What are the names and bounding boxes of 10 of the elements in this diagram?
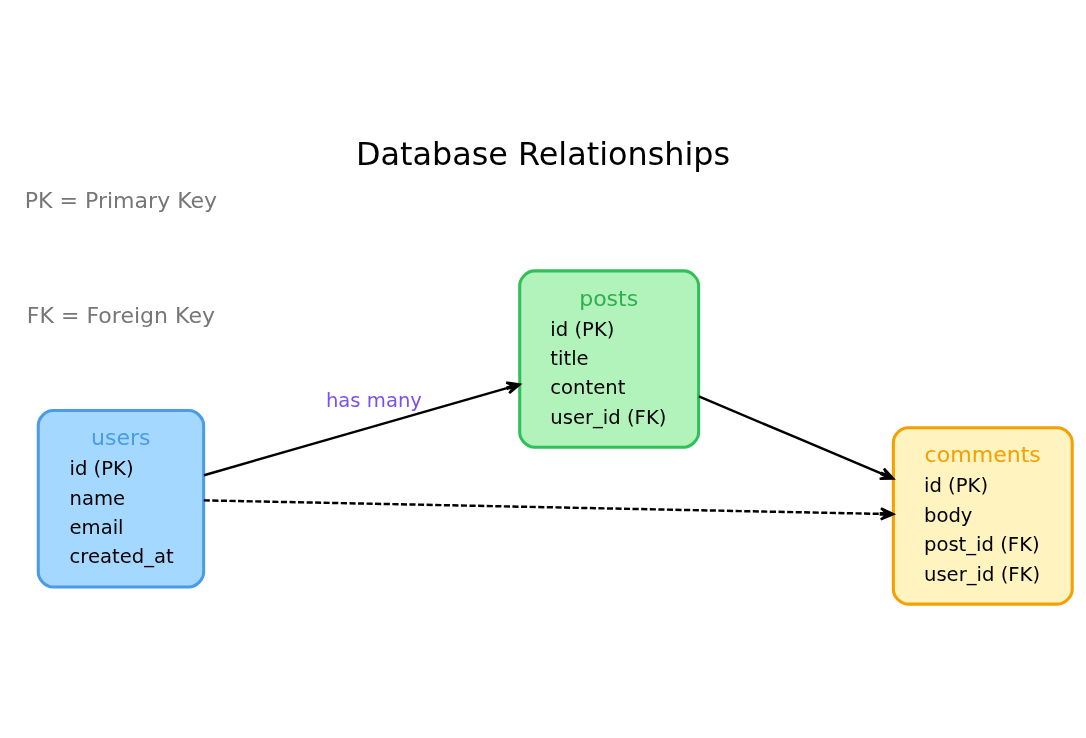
arrow (203, 380, 521, 476)
arrow (203, 498, 895, 521)
label: PK = Primary Key (24, 187, 218, 213)
edge-label: has many (325, 388, 422, 412)
node-box: posts id (PK) title content user_id (FK) (518, 268, 701, 449)
arrow (698, 394, 895, 480)
node-box: users id (PK) name email created_at (36, 408, 206, 588)
diagram-title: Database Relationships (355, 134, 731, 173)
node-box: comments id (PK) body post_id (FK) user_id (FK) (891, 425, 1074, 606)
label: FK = Foreign Key (26, 302, 216, 328)
